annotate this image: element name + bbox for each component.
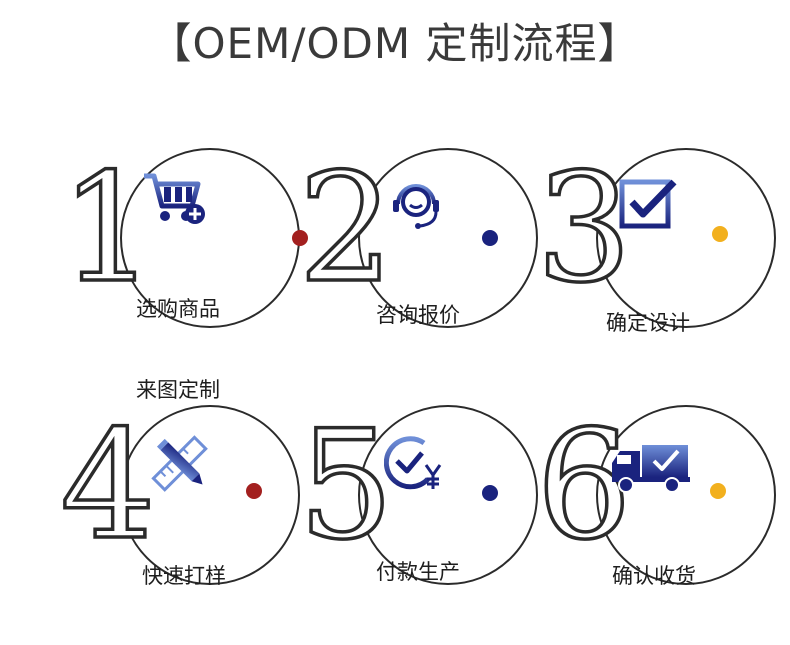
step-dot: [292, 230, 308, 246]
step-label: 确认收货: [612, 509, 696, 644]
shopping-cart-icon: [144, 173, 205, 224]
step-label-line: 确认收货: [612, 564, 696, 588]
step-number-text: 3: [536, 142, 631, 300]
step-3: 3 确定设计: [526, 138, 776, 338]
step-6: 6 确认收货: [526, 395, 776, 595]
step-5: 5 付款生产: [288, 395, 538, 595]
step-ring: [596, 148, 776, 328]
step-number-text: 4: [60, 399, 155, 557]
step-number-text: 2: [298, 142, 393, 300]
checkbox-icon: [619, 179, 677, 229]
page-title: 【OEM/ODM 定制流程】: [149, 19, 641, 68]
step-label: 确定设计: [606, 256, 690, 391]
step-label: 付款生产: [376, 505, 460, 640]
step-2: 2 咨询报价: [288, 138, 538, 338]
step-number: 5: [297, 397, 396, 557]
step-label: 咨询报价: [376, 248, 460, 383]
step-label-line: 选购商品: [136, 297, 220, 321]
step-ring: [358, 148, 538, 328]
headset-icon: [393, 184, 439, 229]
step-4: 4 快速打样: [50, 395, 300, 595]
step-label-line: 付款生产: [376, 560, 460, 584]
step-label-line: 咨询报价: [376, 303, 460, 327]
step-dot: [246, 483, 262, 499]
step-label: 快速打样: [142, 509, 226, 644]
step-ring: [596, 405, 776, 585]
step-label-line: 快速打样: [142, 564, 226, 588]
step-label-line: 确定设计: [606, 311, 690, 335]
step-number-text: 5: [298, 399, 393, 557]
step-dot: [710, 483, 726, 499]
yen-check-icon: [384, 436, 442, 490]
step-label-line: 来图定制: [136, 378, 220, 402]
delivery-truck-icon: [612, 445, 690, 493]
step-ring: [358, 405, 538, 585]
step-number-text: 1: [60, 142, 155, 300]
step-ring: [120, 405, 300, 585]
step-label: 选购商品 来图定制: [136, 242, 220, 458]
step-number: 3: [535, 140, 634, 300]
step-number: 2: [297, 140, 396, 300]
step-number: 1: [59, 140, 158, 300]
step-dot: [712, 226, 728, 242]
ruler-pencil-icon: [151, 435, 208, 492]
step-number: 4: [59, 397, 158, 557]
step-dot: [482, 230, 498, 246]
step-dot: [482, 485, 498, 501]
step-1: 1 选购商品 来图定制: [50, 138, 308, 402]
